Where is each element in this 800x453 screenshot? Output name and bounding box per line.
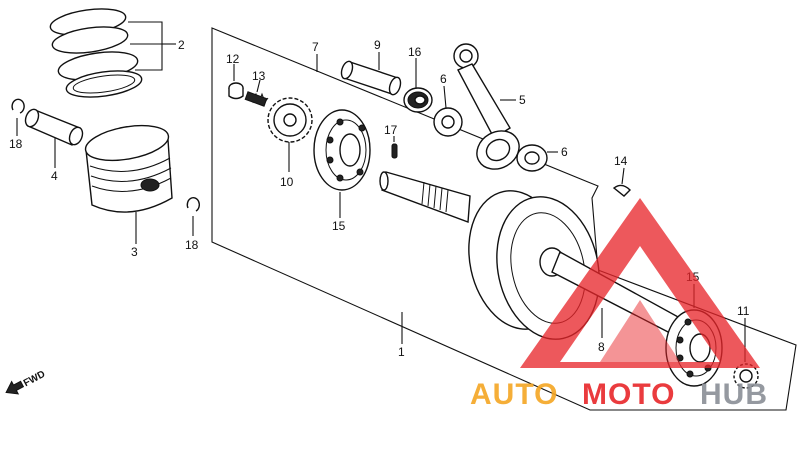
piston-pin-clip-left (11, 98, 25, 114)
thrust-washer-lower (516, 144, 548, 172)
callout-16: 16 (408, 45, 422, 59)
dowel-pin (228, 82, 244, 100)
piston (84, 124, 173, 213)
forward-direction-indicator: FWD (5, 369, 47, 395)
callout-8: 8 (598, 340, 605, 354)
thrust-washer-upper (433, 107, 463, 137)
watermark-part-2: MOTO (582, 378, 675, 411)
piston-rings (49, 8, 143, 98)
callout-4: 4 (51, 169, 58, 183)
connecting-rod (453, 43, 520, 170)
callout-6-lower: 6 (561, 145, 568, 159)
arrow-left-icon (5, 380, 25, 395)
callout-6-upper: 6 (440, 72, 447, 86)
watermark-part-1: AUTO (470, 378, 558, 411)
watermark-part-3: HUB (700, 378, 768, 411)
callout-3: 3 (131, 245, 138, 259)
callout-13: 13 (252, 69, 266, 83)
callout-1: 1 (398, 345, 405, 359)
cam-chain-sprocket (733, 363, 759, 389)
callout-12: 12 (226, 52, 240, 66)
timing-sprocket (267, 97, 313, 143)
callout-11: 11 (737, 304, 750, 318)
triangle-mountain-icon (520, 198, 760, 368)
callout-7: 7 (312, 40, 319, 54)
callout-15-left: 15 (332, 219, 346, 233)
callout-2: 2 (178, 38, 185, 52)
crank-bearing-left (313, 109, 371, 191)
callout-18-left: 18 (9, 137, 23, 151)
piston-pin (24, 108, 84, 146)
woodruff-key (391, 143, 398, 159)
piston-pin-clip-right (186, 197, 200, 212)
callout-9: 9 (374, 38, 381, 52)
spring (244, 91, 269, 107)
fwd-label: FWD (22, 369, 47, 389)
oil-jet-pin (612, 184, 631, 197)
watermark-logo: AUTO MOTO HUB (470, 198, 768, 411)
needle-bearing (403, 87, 433, 113)
callout-10: 10 (280, 175, 294, 189)
callout-18-right: 18 (185, 238, 199, 252)
callout-17: 17 (384, 123, 398, 137)
callout-5: 5 (519, 93, 526, 107)
crank-pin (340, 60, 402, 96)
callout-14: 14 (614, 154, 628, 168)
